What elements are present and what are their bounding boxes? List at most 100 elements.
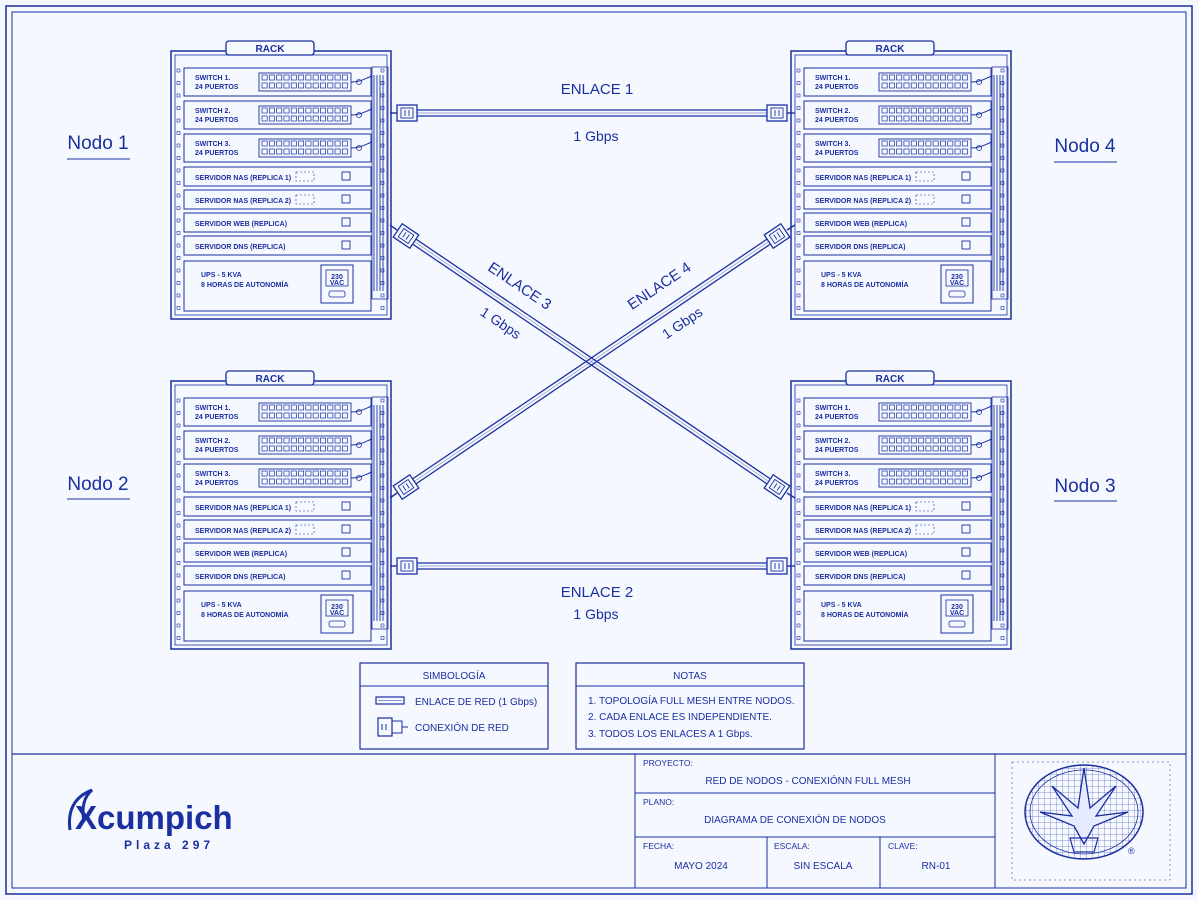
note-2: 2. CADA ENLACE ES INDEPENDIENTE. <box>588 712 772 723</box>
port-icon <box>881 148 888 155</box>
server-name: SERVIDOR WEB (REPLICA) <box>815 221 907 228</box>
port-icon <box>283 437 290 444</box>
switch-ports: 24 PUERTOS <box>815 414 859 421</box>
port-icon <box>918 478 925 485</box>
port-icon <box>276 470 283 477</box>
power-button-icon <box>961 547 971 557</box>
port-icon <box>327 478 334 485</box>
racks-layer: RACK SWITCH 1. 24 PUERTOS SWITCH 2. 24 PUERT… <box>170 40 1012 650</box>
port-icon <box>896 74 903 81</box>
ups-capacity: UPS - 5 KVA <box>201 272 242 279</box>
power-button-icon <box>341 217 351 227</box>
port-icon <box>261 445 268 452</box>
port-icon <box>940 470 946 477</box>
port-icon <box>910 445 917 452</box>
port-icon <box>320 404 326 411</box>
connector-icon <box>396 557 418 575</box>
switch-name: SWITCH 1. <box>195 405 230 412</box>
port-icon <box>910 107 917 114</box>
brand-name: Xcumpich <box>75 799 233 836</box>
connector-icon <box>763 222 791 250</box>
port-icon <box>283 445 290 452</box>
port-icon <box>334 140 341 147</box>
port-icon <box>925 82 932 89</box>
drive-bay-icon <box>295 524 315 535</box>
port-icon <box>268 148 275 155</box>
port-icon <box>290 437 297 444</box>
port-icon <box>947 445 954 452</box>
port-icon <box>947 404 954 411</box>
port-icon <box>283 478 290 485</box>
port-icon <box>932 437 939 444</box>
rack-title: RACK <box>876 374 906 385</box>
port-icon <box>305 115 312 122</box>
port-icon <box>940 115 946 122</box>
port-icon <box>268 445 275 452</box>
port-icon <box>918 107 925 114</box>
port-icon <box>888 140 895 147</box>
connector-icon <box>763 473 791 501</box>
port-icon <box>903 445 910 452</box>
ups-voltage: 230 <box>331 604 343 611</box>
port-icon <box>896 82 903 89</box>
port-icon <box>334 82 341 89</box>
port-icon <box>298 148 305 155</box>
switch-ports: 24 PUERTOS <box>195 150 239 157</box>
port-icon <box>298 437 305 444</box>
port-icon <box>283 412 290 419</box>
ups-autonomy: 8 HORAS DE AUTONOMÍA <box>821 280 909 289</box>
port-icon <box>888 445 895 452</box>
power-button-icon <box>341 240 351 250</box>
port-icon <box>918 412 925 419</box>
port-icon <box>888 404 895 411</box>
switch-name: SWITCH 2. <box>195 438 230 445</box>
server-name: SERVIDOR NAS (REPLICA 2) <box>195 528 291 535</box>
port-icon <box>327 437 334 444</box>
server-3 <box>803 212 992 233</box>
status-led-icon <box>976 112 982 118</box>
rack-title-tab <box>845 40 935 56</box>
scale-value: SIN ESCALA <box>794 861 853 872</box>
server-name: SERVIDOR WEB (REPLICA) <box>195 221 287 228</box>
server-2 <box>183 189 372 210</box>
links-layer <box>389 104 796 575</box>
server-name: SERVIDOR NAS (REPLICA 2) <box>815 528 911 535</box>
port-icon <box>305 148 312 155</box>
port-icon <box>940 107 946 114</box>
switch-ports: 24 PUERTOS <box>815 84 859 91</box>
switch-1 <box>183 67 372 97</box>
port-icon <box>312 445 319 452</box>
link-4-cable <box>392 222 791 501</box>
patch-lead <box>350 438 373 446</box>
port-icon <box>881 470 888 477</box>
port-icon <box>903 404 910 411</box>
server-name: SERVIDOR WEB (REPLICA) <box>195 551 287 558</box>
registered-mark: ® <box>1128 846 1135 856</box>
port-icon <box>896 140 903 147</box>
drive-bay-icon <box>295 171 315 182</box>
port-icon <box>327 445 334 452</box>
port-icon <box>903 437 910 444</box>
port-icon <box>910 470 917 477</box>
legend-item-connector: CONEXIÓN DE RED <box>415 721 509 734</box>
port-icon <box>276 404 283 411</box>
brand-swoosh-icon <box>67 788 94 831</box>
port-icon <box>334 437 341 444</box>
switch-2 <box>803 100 992 130</box>
server-name: SERVIDOR NAS (REPLICA 2) <box>815 198 911 205</box>
port-icon <box>341 115 348 122</box>
status-led-icon <box>356 112 362 118</box>
node-label-4: Nodo 4 <box>1054 136 1116 157</box>
switch-ports: 24 PUERTOS <box>815 150 859 157</box>
node-label-1: Nodo 1 <box>67 133 128 154</box>
power-button-icon <box>961 194 971 204</box>
server-name: SERVIDOR NAS (REPLICA 1) <box>815 505 911 512</box>
patch-lead <box>350 471 373 479</box>
date-value: MAYO 2024 <box>674 861 728 872</box>
port-icon <box>261 478 268 485</box>
port-icon <box>320 140 326 147</box>
port-icon <box>961 148 968 155</box>
status-led-icon <box>976 145 982 151</box>
port-icon <box>298 82 305 89</box>
port-icon <box>283 115 290 122</box>
